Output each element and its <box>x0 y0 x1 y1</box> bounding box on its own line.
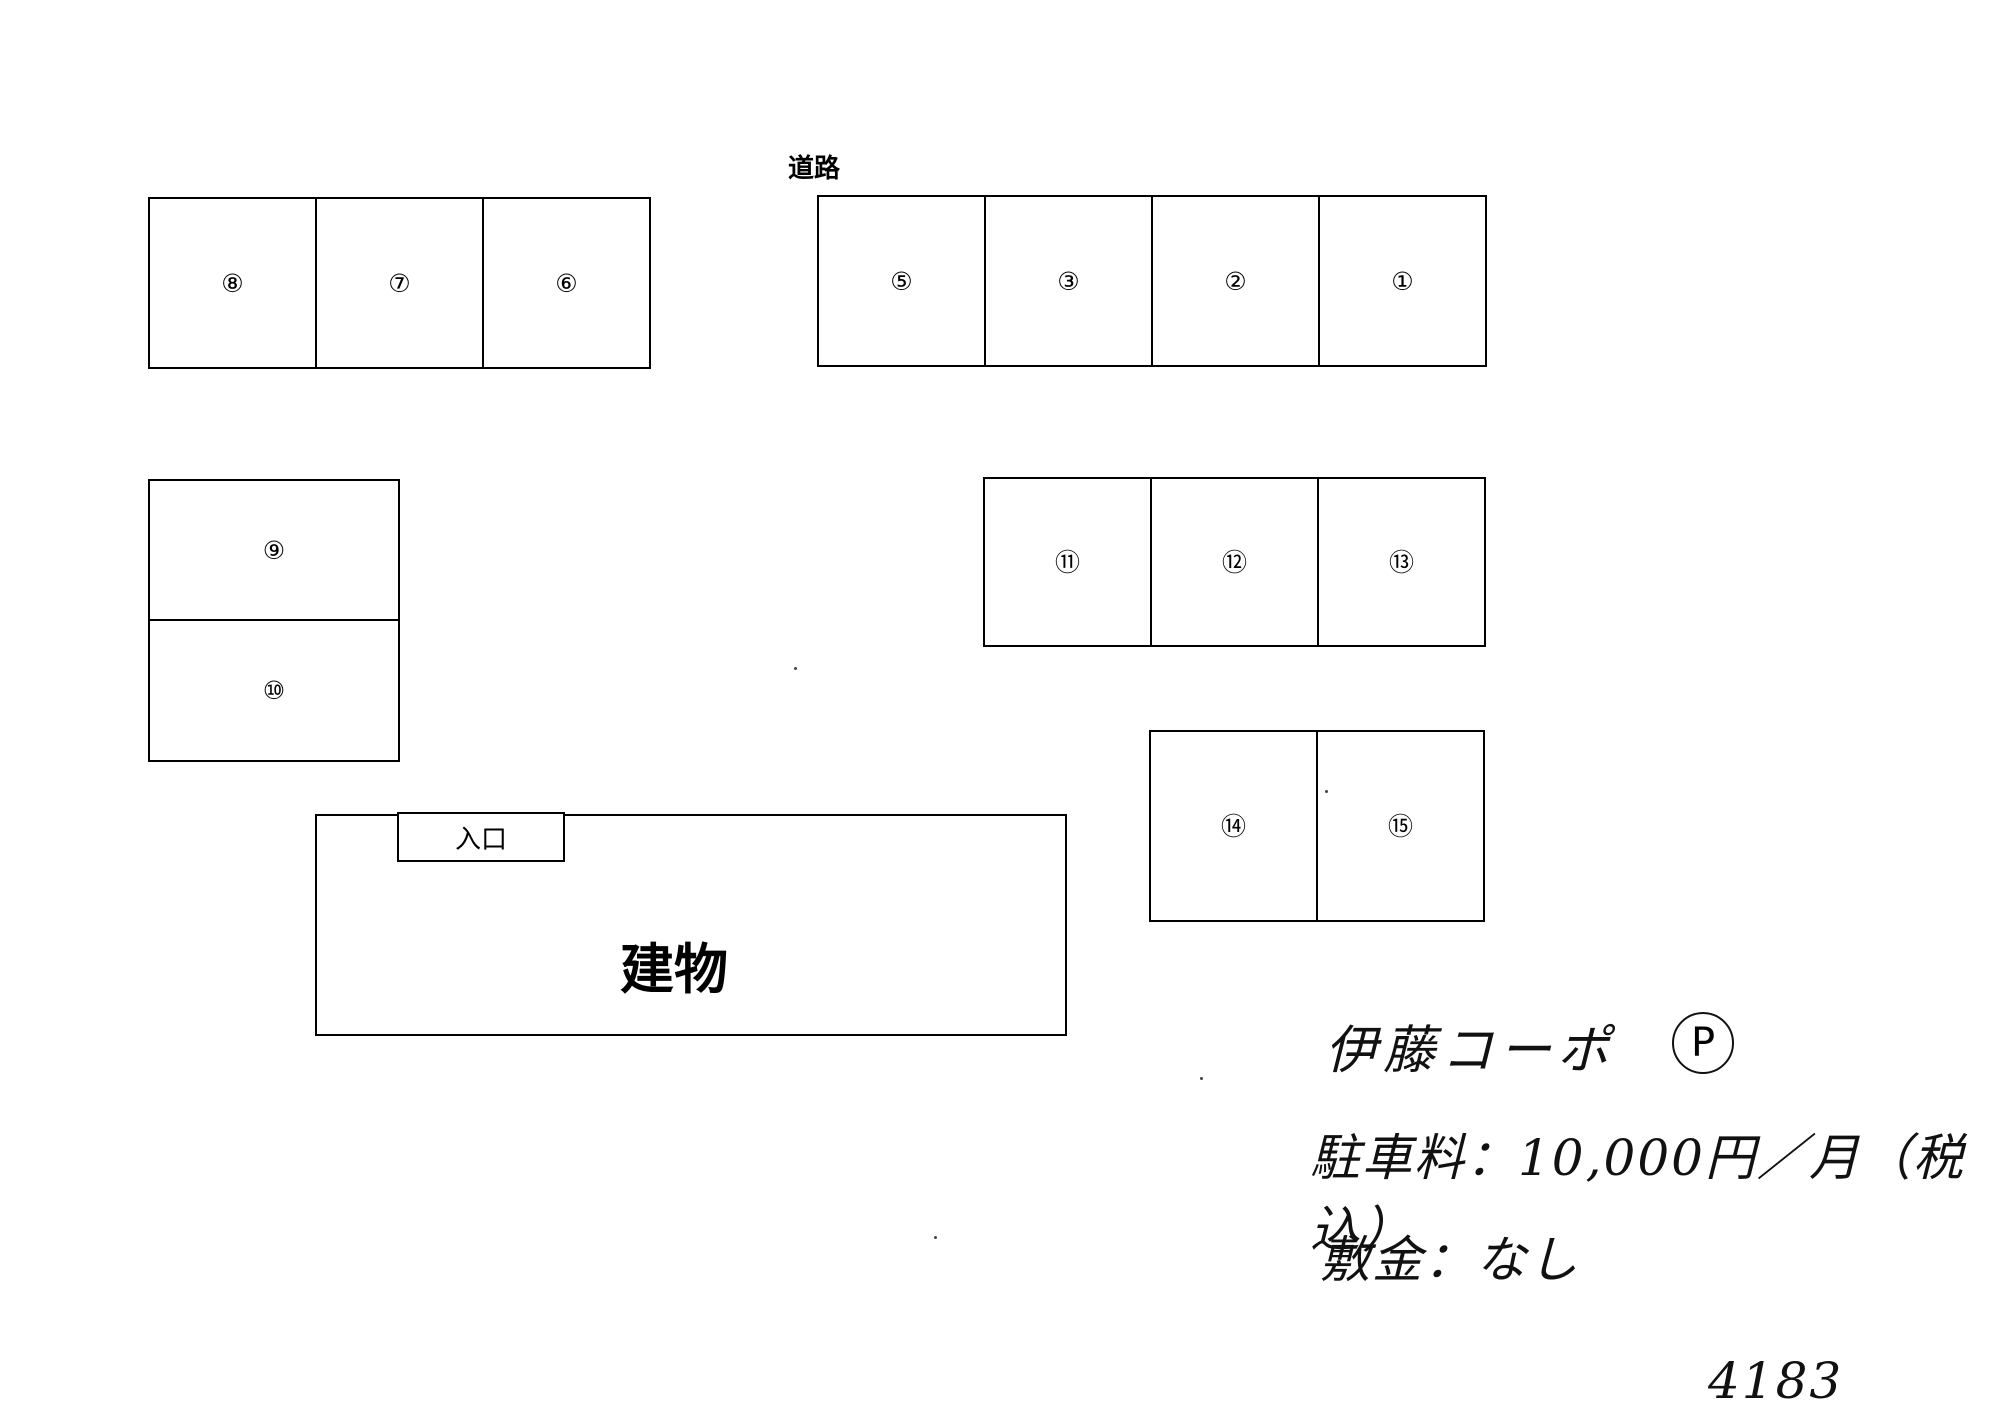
parking-p-icon: P <box>1672 1012 1734 1074</box>
space-number: ⑭ <box>1220 811 1246 841</box>
scan-speck <box>794 667 797 670</box>
road-label: 道路 <box>788 154 841 184</box>
parking-space-13: ⑬ <box>1317 477 1486 647</box>
parking-space-7: ⑦ <box>315 197 484 369</box>
parking-fee: 駐車料：10,000円／月（税込） <box>1310 1129 1965 1259</box>
space-number: ⑧ <box>221 268 244 298</box>
building-label: 建物 <box>620 938 728 1001</box>
space-number: ⑤ <box>890 266 913 296</box>
parking-symbol: P <box>1690 1020 1716 1066</box>
parking-space-2: ② <box>1151 195 1320 367</box>
parking-space-14: ⑭ <box>1149 730 1318 922</box>
space-number: ⑪ <box>1054 547 1080 577</box>
space-number: ⑨ <box>262 535 286 565</box>
parking-space-10: ⑩ <box>148 619 400 762</box>
space-number: ⑬ <box>1388 547 1414 577</box>
space-number: ③ <box>1057 266 1080 296</box>
reference-code: 4183 <box>1708 1352 1844 1410</box>
space-number: ⑫ <box>1221 547 1247 577</box>
space-number: ① <box>1391 266 1414 296</box>
parking-space-5: ⑤ <box>817 195 986 367</box>
space-number: ⑦ <box>388 268 411 298</box>
deposit: 敷金：なし <box>1320 1231 1580 1289</box>
space-number: ⑩ <box>262 676 286 705</box>
scan-speck <box>1325 790 1328 793</box>
parking-space-3: ③ <box>984 195 1153 367</box>
parking-space-15: ⑮ <box>1316 730 1485 922</box>
space-number: ⑥ <box>555 268 578 298</box>
property-name: 伊藤コーポ <box>1325 1021 1616 1081</box>
parking-space-11: ⑪ <box>983 477 1152 647</box>
parking-space-9: ⑨ <box>148 479 400 621</box>
parking-space-6: ⑥ <box>482 197 651 369</box>
space-number: ② <box>1224 266 1247 296</box>
scan-speck <box>934 1236 937 1239</box>
scan-speck <box>1200 1077 1203 1080</box>
space-number: ⑮ <box>1387 811 1413 841</box>
parking-space-8: ⑧ <box>148 197 317 369</box>
parking-space-12: ⑫ <box>1150 477 1319 647</box>
parking-space-1: ① <box>1318 195 1487 367</box>
entrance-label: 入口 <box>397 812 565 862</box>
building <box>315 814 1067 1036</box>
